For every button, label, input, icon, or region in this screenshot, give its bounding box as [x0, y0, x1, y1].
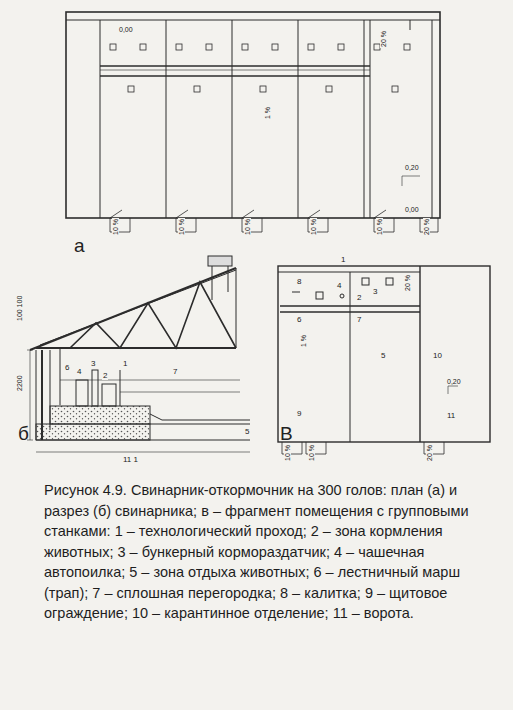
drawing-stroke	[404, 44, 410, 50]
drawing-stroke	[176, 210, 188, 218]
callout-label: 3	[90, 360, 96, 368]
fragment-v	[278, 266, 490, 454]
callout-label: 0,20	[404, 164, 420, 171]
drawing-stroke	[262, 218, 263, 232]
drawing-stroke	[394, 218, 395, 232]
callout-label: 10 %	[112, 218, 119, 236]
callout-label: 11 1	[122, 456, 139, 464]
drawing-stroke	[206, 44, 212, 50]
callout-label: 10 %	[284, 444, 291, 462]
callout-label: б	[18, 424, 29, 443]
callout-label: 3	[372, 288, 378, 296]
callout-label: 20 %	[426, 444, 433, 462]
drawing-stroke	[242, 210, 254, 218]
callout-label: 2	[356, 294, 362, 302]
callout-label: 10 %	[376, 218, 383, 236]
figure-caption: Рисунок 4.9. Свинарник-откормочник на 30…	[44, 480, 488, 624]
drawing-stroke	[338, 44, 344, 50]
callout-label: 7	[356, 316, 362, 324]
drawing-stroke	[424, 442, 425, 454]
callout-label: 20 %	[423, 218, 430, 236]
drawing-stroke	[282, 442, 283, 454]
drawing-stroke	[326, 86, 332, 92]
drawing-stroke	[392, 86, 398, 92]
drawing-stroke	[374, 218, 375, 232]
drawing-stroke	[110, 210, 122, 218]
callout-label: 1	[122, 360, 128, 368]
drawing-stroke	[302, 442, 303, 454]
callout-label: 7	[172, 368, 178, 376]
drawing-stroke	[176, 44, 182, 50]
drawing-stroke	[130, 218, 131, 232]
drawing-stroke	[438, 218, 439, 232]
drawing-stroke	[110, 218, 111, 232]
drawing-stroke	[260, 86, 266, 92]
section-b	[27, 256, 250, 452]
callout-label: 4	[336, 282, 342, 290]
drawing-stroke	[196, 218, 197, 232]
callout-label: 1 %	[264, 106, 271, 120]
drawing-stroke	[308, 218, 309, 232]
callout-label: а	[74, 236, 85, 255]
callout-label: 10 %	[308, 444, 315, 462]
drawing-stroke	[242, 218, 243, 232]
drawing-stroke	[374, 210, 386, 218]
drawing-stroke	[308, 210, 320, 218]
drawing-stroke	[326, 442, 327, 454]
callout-label: 6	[64, 364, 70, 372]
callout-label: 10 %	[178, 218, 185, 236]
callout-label: 1 %	[300, 334, 307, 348]
callout-label: 5	[244, 428, 250, 436]
callout-label: 10	[432, 352, 443, 360]
callout-label: В	[280, 424, 293, 443]
callout-label: 11	[446, 412, 456, 420]
callout-label: 10 %	[310, 218, 317, 236]
callout-label: 20 %	[380, 30, 387, 48]
callout-label: 9	[296, 410, 302, 418]
drawing-stroke	[328, 218, 329, 232]
callout-label: 2200	[16, 374, 23, 392]
callout-label: 0,00	[404, 206, 420, 213]
drawing-stroke	[306, 442, 307, 454]
callout-label: 6	[296, 316, 302, 324]
drawing-stroke	[128, 86, 134, 92]
drawing-stroke	[364, 20, 365, 218]
drawing-stroke	[272, 44, 278, 50]
callout-label: 100 100	[16, 295, 23, 322]
drawing-stroke	[232, 20, 233, 218]
drawing-stroke	[140, 44, 146, 50]
drawing-stroke	[166, 20, 167, 218]
drawing-stroke	[444, 442, 445, 454]
callout-label: 4	[76, 368, 82, 376]
drawing-stroke	[176, 218, 177, 232]
drawing-stroke	[242, 44, 248, 50]
callout-label: 8	[296, 278, 302, 286]
drawing-stroke	[308, 44, 314, 50]
callout-label: 10 %	[244, 218, 251, 236]
callout-label: 5	[380, 352, 386, 360]
drawing-stroke	[194, 86, 200, 92]
drawing-stroke	[298, 20, 299, 218]
callout-label: 0,20	[446, 378, 462, 385]
drawing-stroke	[110, 44, 116, 50]
plan-a	[66, 12, 440, 232]
callout-label: 1	[340, 256, 346, 264]
callout-label: 20 %	[404, 274, 411, 292]
callout-label: 2	[102, 372, 108, 380]
callout-label: 0,00	[118, 26, 134, 33]
drawing-stroke	[420, 218, 421, 232]
